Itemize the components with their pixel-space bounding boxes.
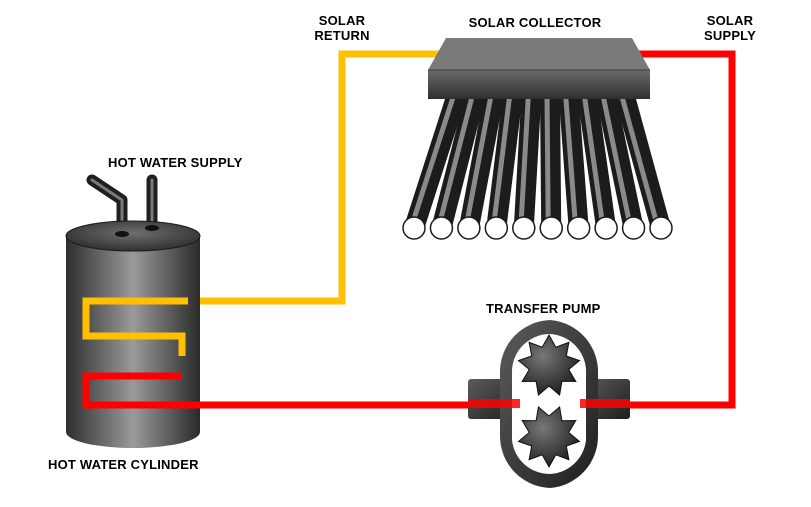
collector-tube-end	[566, 216, 591, 240]
collector-tube	[611, 79, 671, 231]
collector-tube-end	[429, 216, 454, 240]
collector-tube	[431, 79, 489, 231]
cylinder-body	[66, 236, 200, 448]
cylinder-heat-coil	[82, 297, 200, 409]
collector-tube	[513, 81, 543, 229]
collector-tube-highlight	[597, 81, 634, 229]
solar-supply-label-line1: SOLAR	[706, 13, 754, 28]
solar-return-label-line2: RETURN	[314, 28, 370, 43]
collector-tube-highlight	[615, 81, 661, 229]
collector-tube-highlight	[436, 81, 479, 229]
collector-tube-highlight	[544, 81, 551, 229]
collector-tube-end	[539, 216, 563, 240]
collector-tube	[404, 78, 471, 232]
hot-water-cylinder-label: HOT WATER CYLINDER	[48, 457, 199, 472]
collector-tube-end	[402, 216, 426, 240]
pump-gear-top	[517, 333, 581, 397]
solar-collector-tubes	[402, 78, 673, 240]
collector-tube-highlight	[518, 81, 532, 229]
collector-tube-highlight	[562, 81, 579, 229]
collector-tube	[575, 80, 617, 230]
collector-tube-end	[484, 216, 509, 240]
collector-tube	[557, 81, 589, 229]
collector-tube-highlight	[579, 81, 606, 229]
transfer-pump	[468, 320, 630, 488]
collector-tube	[459, 80, 507, 230]
collector-tube	[486, 80, 525, 230]
solar-return-label: SOLAR RETURN	[302, 13, 382, 43]
solar-return-pipe	[188, 50, 450, 305]
collector-tube-end	[594, 216, 618, 240]
collector-tube-end	[649, 216, 673, 240]
solar-supply-label: SOLAR SUPPLY	[690, 13, 770, 43]
collector-tube	[539, 81, 562, 229]
solar-supply-pipe	[600, 50, 736, 409]
collector-tube-highlight	[408, 81, 461, 229]
collector-tube	[593, 79, 644, 231]
transfer-pump-label: TRANSFER PUMP	[486, 301, 601, 316]
collector-tube-end	[621, 216, 646, 240]
solar-supply-label-line2: SUPPLY	[703, 28, 757, 43]
collector-tube-end	[457, 216, 481, 240]
hot-water-supply-label: HOT WATER SUPPLY	[108, 155, 243, 170]
solar-collector-header	[428, 38, 650, 99]
solar-return-label-line1: SOLAR	[318, 13, 366, 28]
collector-tube-highlight	[490, 81, 514, 229]
solar-collector-label: SOLAR COLLECTOR	[468, 15, 602, 30]
cylinder-top	[65, 220, 201, 252]
hot-water-cylinder	[65, 174, 201, 448]
collector-tube-highlight	[463, 81, 497, 229]
pump-gear-bottom	[517, 405, 581, 469]
collector-tube-end	[512, 216, 536, 240]
